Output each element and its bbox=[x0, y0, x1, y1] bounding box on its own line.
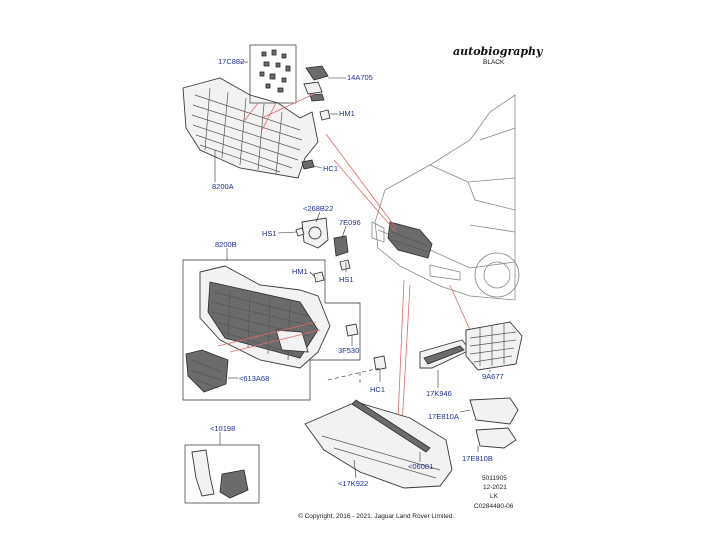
ref-code-2: 12-2021 bbox=[483, 484, 507, 491]
label-268b22: <268B22 bbox=[303, 204, 333, 213]
grille-8200b bbox=[199, 265, 331, 369]
brand-title: autobiography bbox=[453, 45, 544, 58]
label-17e810a: 17E810A bbox=[428, 412, 459, 421]
label-3f530: 3F530 bbox=[338, 346, 359, 355]
3f530-part bbox=[345, 323, 359, 337]
vehicle-outline bbox=[371, 94, 520, 301]
label-hc1-top: HC1 bbox=[323, 164, 338, 173]
hm1-mid-part bbox=[313, 271, 325, 283]
ref-code-3: LK bbox=[490, 493, 499, 500]
label-8200a: 8200A bbox=[212, 182, 234, 191]
label-17k922: <17K922 bbox=[338, 479, 368, 488]
undertray-17k922 bbox=[304, 401, 453, 489]
label-14a705: 14A705 bbox=[347, 73, 373, 82]
vehicle-grille bbox=[387, 221, 433, 259]
sensor-7e096 bbox=[333, 235, 349, 257]
grille-8200b-box bbox=[182, 259, 361, 401]
label-17c882: 17C882 bbox=[218, 57, 244, 66]
label-hm1-top: HM1 bbox=[339, 109, 355, 118]
bracket-10198-box bbox=[184, 444, 260, 504]
copyright-text: © Copyright, 2016 - 2021. Jaguar Land Ro… bbox=[298, 512, 454, 520]
bracket-17e810b bbox=[475, 427, 517, 449]
sensor-bracket-268b22 bbox=[301, 217, 329, 249]
hm1-top-part bbox=[319, 109, 331, 121]
label-8200b: 8200B bbox=[215, 240, 237, 249]
hs1-left-part bbox=[295, 227, 305, 237]
grille-insert-613a68 bbox=[185, 349, 229, 393]
label-9a677: 9A677 bbox=[482, 372, 504, 381]
label-hm1-mid: HM1 bbox=[292, 267, 308, 276]
hc1-bottom-part bbox=[373, 355, 387, 371]
bracket-10198 bbox=[191, 449, 249, 499]
label-06081: <06081 bbox=[408, 462, 433, 471]
bracket-17e810a bbox=[469, 397, 519, 425]
hs1-right-part bbox=[339, 259, 351, 271]
trim-17k946 bbox=[419, 339, 471, 369]
clip-kit-parts bbox=[259, 49, 291, 93]
badge-14a705 bbox=[303, 65, 329, 102]
label-10198: <10198 bbox=[210, 424, 235, 433]
label-613a68: <613A68 bbox=[239, 374, 269, 383]
trim-strip-06081 bbox=[351, 399, 431, 453]
label-hs1-left: HS1 bbox=[262, 229, 277, 238]
ref-code-4: C0284480-06 bbox=[474, 503, 514, 510]
clip-kit-box bbox=[249, 44, 297, 104]
label-17k946: 17K946 bbox=[426, 389, 452, 398]
label-7e096: 7E096 bbox=[339, 218, 361, 227]
label-hc1-bottom: HC1 bbox=[370, 385, 385, 394]
grille-8200a bbox=[182, 77, 319, 179]
label-17e810b: 17E810B bbox=[462, 454, 493, 463]
label-hs1-right: HS1 bbox=[339, 275, 354, 284]
grille-9a677 bbox=[465, 321, 523, 371]
brand-subtitle: BLACK bbox=[483, 59, 505, 66]
hc1-top-part bbox=[301, 159, 315, 170]
ref-code-1: 5011905 bbox=[482, 475, 507, 482]
